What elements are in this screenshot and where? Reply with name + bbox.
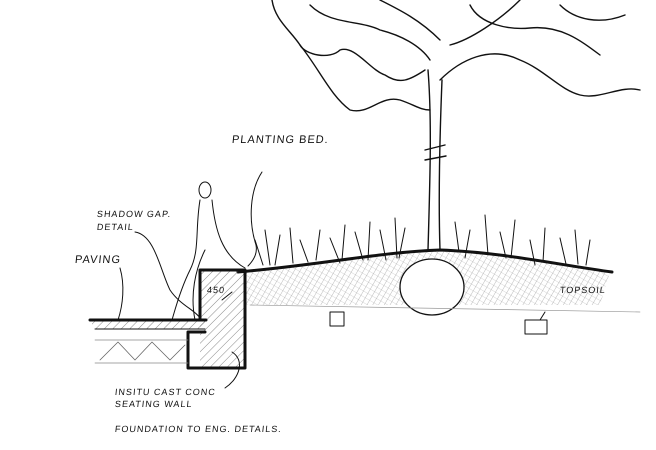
paving-section [88, 318, 208, 364]
ground-line [236, 248, 614, 274]
foundation-note: FOUNDATION TO ENG. DETAILS. [114, 424, 283, 434]
planting-grasses [254, 214, 591, 266]
seating-wall [186, 268, 247, 370]
footing-block [524, 319, 548, 335]
topsoil-label: TOPSOIL [559, 285, 607, 295]
tree-trunk [424, 69, 447, 251]
wall-material-label: INSITU CAST CONC [114, 387, 217, 397]
subgrade-line [249, 304, 641, 313]
tree-canopy [271, 0, 641, 112]
footing-block [329, 311, 345, 327]
shadow-gap-label: SHADOW GAP. [96, 209, 172, 219]
boulder [399, 258, 465, 316]
seating-wall-label: SEATING WALL [114, 399, 194, 409]
shadow-gap-detail-label: DETAIL [96, 222, 135, 232]
leader-lines [117, 171, 263, 389]
footing-mark [539, 311, 546, 321]
paving-label: PAVING [74, 254, 122, 266]
planting-bed-label: PLANTING BED. [231, 134, 330, 146]
person-outline [171, 181, 246, 321]
wall-height-label: 450 [206, 285, 226, 295]
